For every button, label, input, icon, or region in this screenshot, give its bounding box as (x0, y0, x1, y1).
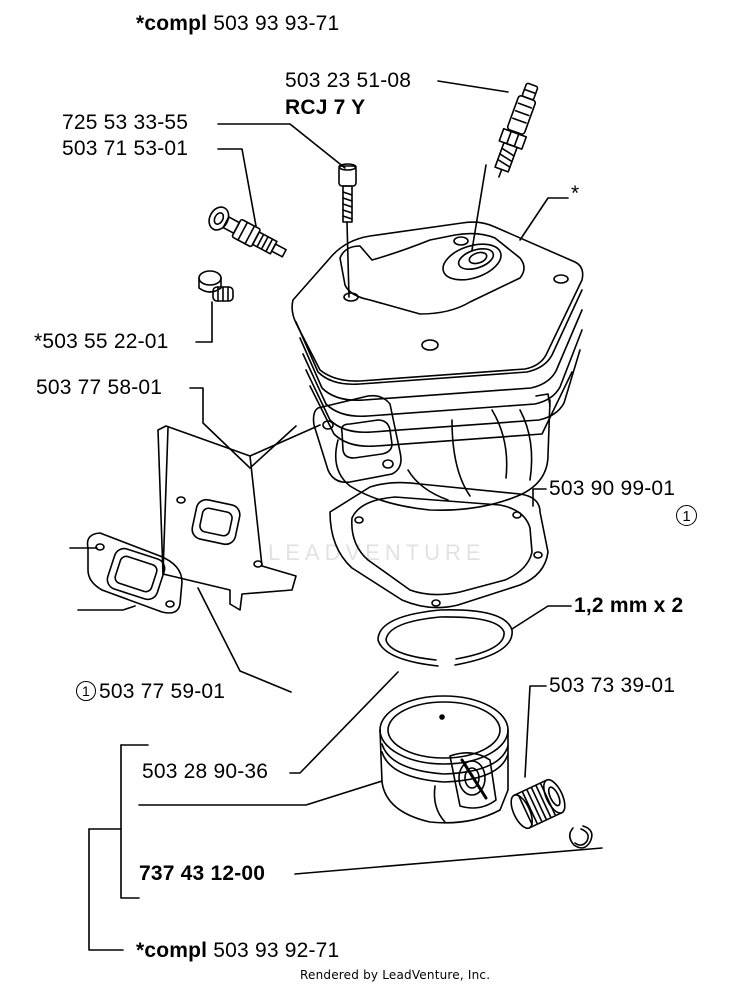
label-needle-bearing: 503 73 39-01 (549, 674, 676, 697)
leader-lines (69, 80, 603, 951)
muffler-gasket-number: 503 77 59-01 (99, 680, 226, 703)
label-screw: 725 53 33-55 (62, 111, 189, 134)
circlip-drawing (568, 825, 593, 849)
spark-plug-drawing (494, 82, 539, 178)
compl-number-bottom: 503 93 92-71 (213, 939, 340, 962)
label-cylinder-marker: * (571, 182, 580, 205)
cylinder-gasket-drawing (329, 481, 549, 609)
label-cylinder-gasket: 503 90 99-01 (549, 477, 676, 500)
label-circlip: 737 43 12-00 (139, 862, 266, 885)
muffler-gasket-drawing (86, 532, 183, 614)
label-plug: *503 55 22-01 (34, 330, 169, 353)
heat-shield-drawing (157, 424, 321, 611)
label-compl-top: *compl 503 93 93-71 (136, 12, 339, 36)
label-piston: 503 28 90-36 (142, 760, 269, 783)
label-heat-shield: 503 77 58-01 (36, 376, 163, 399)
compl-prefix: *compl (136, 12, 208, 35)
plug-drawing (198, 270, 234, 302)
label-piston-ring: 1,2 mm x 2 (574, 594, 684, 617)
cylinder-drawing (291, 221, 584, 512)
footnote-circle-1: 1 (676, 505, 697, 526)
footnote-circle-1-inline: 1 (76, 681, 96, 701)
label-spark-plug: 503 23 51-08 (285, 69, 412, 92)
label-compl-bottom: *compl 503 93 92-71 (136, 939, 339, 963)
compl-number: 503 93 93-71 (213, 12, 340, 35)
screw-drawing (338, 163, 357, 298)
compl-prefix-bottom: *compl (136, 939, 208, 962)
label-decompression-valve: 503 71 53-01 (62, 137, 189, 160)
piston-ring-drawing (377, 609, 513, 667)
piston-drawing (379, 695, 509, 824)
needle-bearing-drawing (510, 778, 566, 830)
watermark: LEADVENTURE (268, 540, 486, 565)
decompression-valve-drawing (208, 206, 287, 258)
label-spark-plug-type: RCJ 7 Y (285, 96, 366, 119)
footer-credit: Rendered by LeadVenture, Inc. (300, 968, 491, 982)
